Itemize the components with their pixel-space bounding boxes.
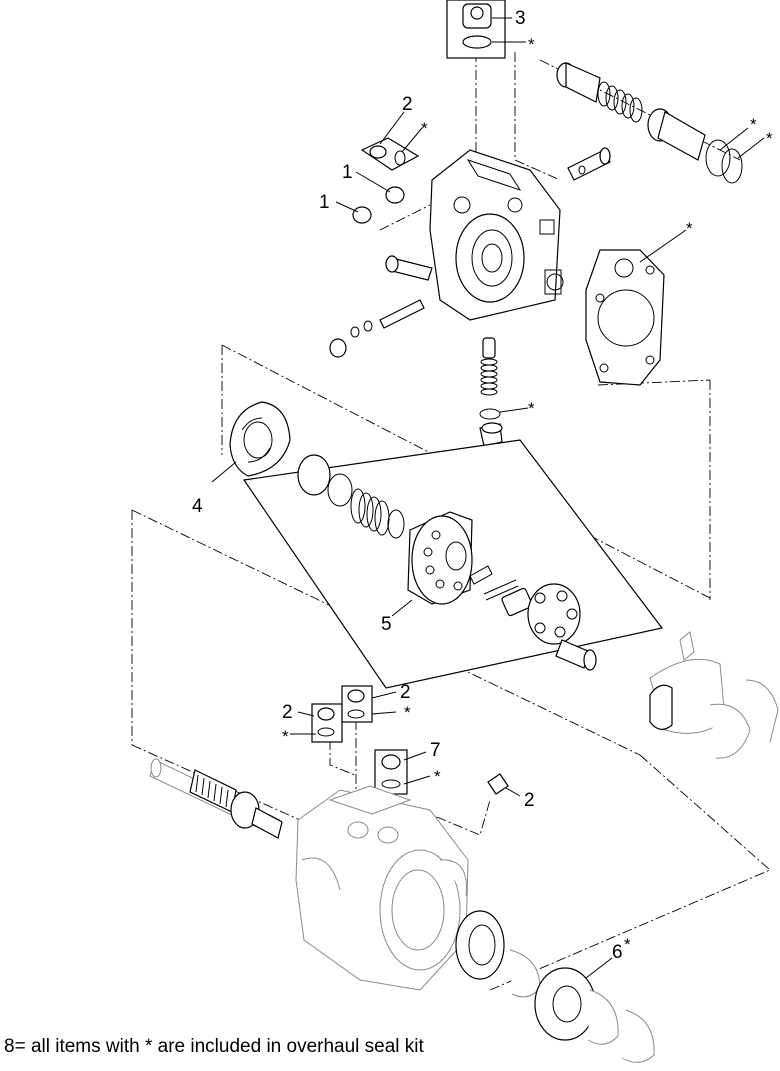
- callout-6-star: *: [624, 935, 631, 954]
- swashplate-cradle: [649, 631, 779, 759]
- callout-2-top-star: *: [421, 119, 428, 138]
- callout-7-star: *: [434, 767, 441, 786]
- leader-lines: [211, 17, 765, 979]
- item-1-fittings: [352, 186, 405, 224]
- item-3-valve-cap: [446, 0, 506, 59]
- callout-2-mid-star: *: [404, 703, 411, 722]
- gasket-plate: [585, 249, 665, 386]
- relief-valve-star-2: *: [766, 129, 773, 148]
- callout-3-star: *: [528, 35, 535, 54]
- callout-2-mid: 2: [400, 682, 411, 703]
- relief-valve-star-1: *: [750, 115, 757, 134]
- item-2-plug-right: [487, 773, 509, 795]
- callout-2-right: 2: [524, 790, 535, 811]
- item-2-fitting-box-left: [311, 703, 343, 743]
- end-cover-small-parts: [329, 147, 611, 358]
- item-2-fitting-box-mid: [341, 685, 373, 723]
- item-5-rotating-group: [242, 439, 664, 689]
- gasket-star: *: [686, 219, 693, 238]
- callout-2-left-star: *: [282, 727, 289, 746]
- bearing-and-seals: [455, 910, 655, 1063]
- relief-valve-assembly: [556, 62, 743, 184]
- check-valve-star: *: [528, 399, 535, 418]
- callout-4: 4: [192, 496, 203, 517]
- check-valve-stack: [479, 337, 503, 447]
- callout-2-top: 2: [402, 94, 413, 115]
- callout-6: 6: [612, 942, 623, 963]
- callout-labels: 3 * 2 * 1 1 * * * * 4 5 2 * 2 * 7 * 2 6 …: [192, 8, 773, 963]
- seal-kit-footnote: 8= all items with * are included in over…: [4, 1036, 424, 1057]
- item-7-fitting-box: [374, 749, 408, 795]
- callout-1-upper: 1: [342, 162, 353, 183]
- end-cover-housing: [429, 149, 564, 321]
- callout-1-lower: 1: [319, 192, 330, 213]
- main-pump-housing: [295, 785, 469, 991]
- item-4-port-plate: [229, 401, 291, 477]
- callout-7: 7: [430, 740, 441, 761]
- callout-3: 3: [515, 8, 526, 29]
- callout-2-left: 2: [282, 702, 293, 723]
- callout-5: 5: [381, 614, 392, 635]
- item-2-fitting-box-top: [360, 137, 420, 171]
- drive-shaft: [149, 758, 283, 839]
